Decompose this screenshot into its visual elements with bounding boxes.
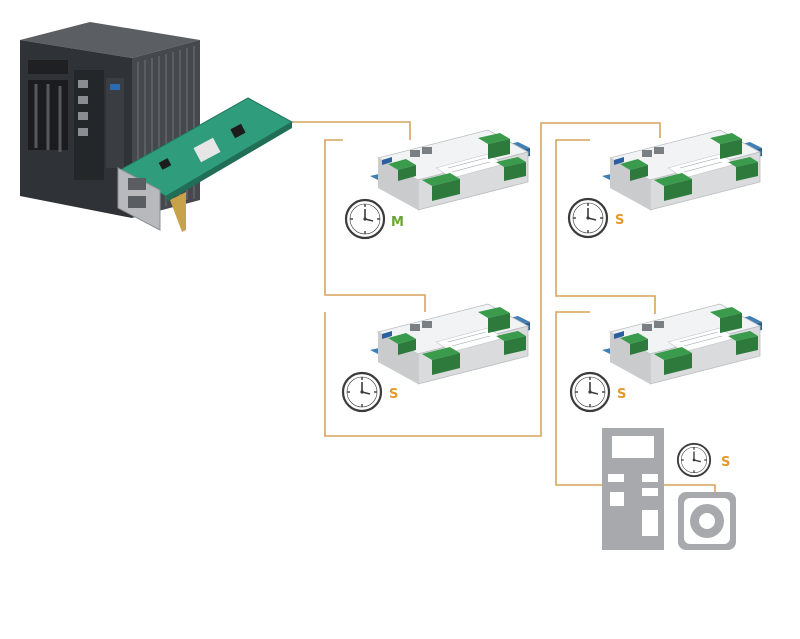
io-module-icon [369,129,531,211]
servo-drive-icon [602,428,664,550]
ethercat-cable [292,121,716,492]
io-module-icon [601,129,763,211]
io-module-icon [369,303,531,385]
io-module-icon [601,303,763,385]
clock-icon [676,442,712,478]
node-role-label: M [391,215,404,230]
node-role-label: S [617,387,626,402]
node-role-label: S [389,387,398,402]
node-role-label: S [615,213,624,228]
clock-icon [344,198,386,240]
ethercat-pcie-card-icon [117,97,294,232]
clock-icon [341,371,383,413]
node-role-label: S [721,455,730,470]
servo-motor-icon [678,492,736,550]
clock-icon [567,197,609,239]
clock-icon [569,371,611,413]
